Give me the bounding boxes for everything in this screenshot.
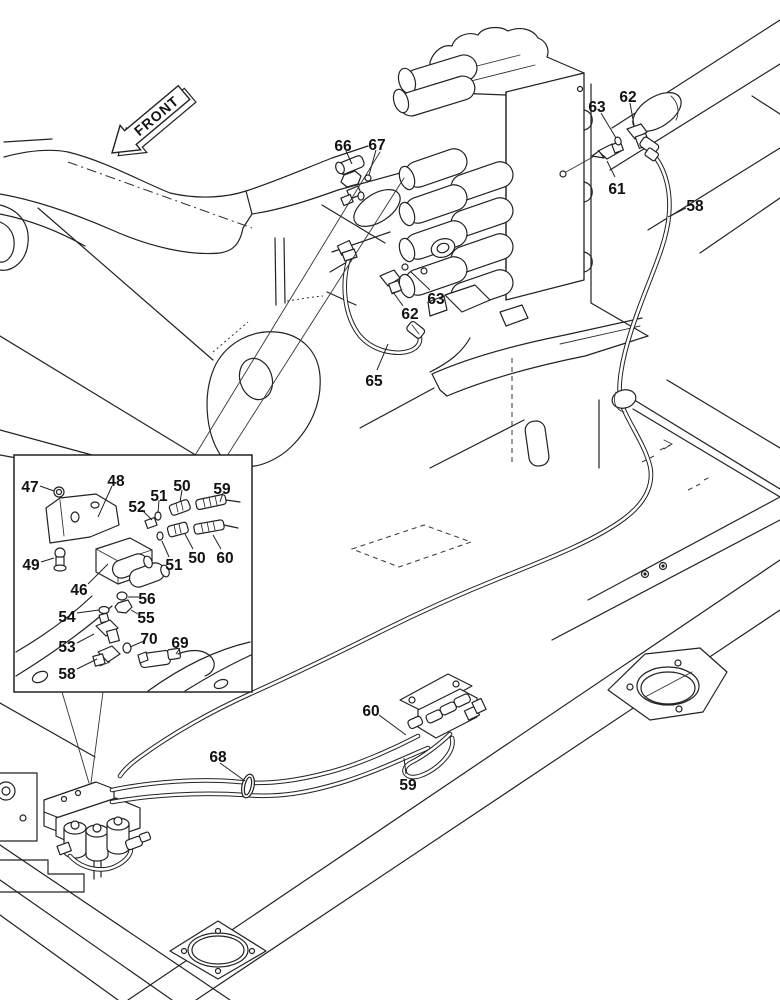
callout-52-12: 52: [128, 499, 145, 516]
leader-line-63-2: [600, 112, 617, 139]
leader-line-70-25: [129, 640, 145, 648]
callout-63-2: 63: [588, 99, 606, 116]
leader-line-61-4: [606, 160, 616, 178]
solenoid-coils: [63, 816, 130, 862]
callout-70-25: 70: [140, 631, 157, 648]
leader-line-62-7: [392, 291, 404, 307]
leader-line-69-26: [175, 647, 181, 655]
leader-line-60-27: [378, 714, 407, 736]
leader-line-46-19: [87, 563, 109, 585]
leader-line-58-5: [667, 207, 687, 218]
callout-50-17: 50: [188, 550, 205, 567]
leader-line-52-12: [141, 509, 153, 521]
leader-line-49-11: [40, 557, 55, 563]
callout-62-7: 62: [401, 306, 418, 323]
leader-line-59-15: [219, 492, 224, 503]
callout-51-16: 51: [165, 557, 183, 574]
leader-line-51-16: [161, 540, 170, 558]
leader-line-67-1: [368, 149, 377, 176]
leader-line-51-13: [157, 499, 160, 514]
callout-49-11: 49: [22, 557, 40, 574]
callout-50-14: 50: [173, 478, 190, 495]
callout-68-29: 68: [209, 749, 227, 766]
leader-line-50-14: [179, 489, 183, 503]
callout-65-8: 65: [365, 373, 383, 390]
callout-51-13: 51: [150, 488, 168, 505]
leader-line-58-24: [76, 658, 98, 670]
callout-67-1: 67: [368, 137, 385, 154]
callout-56-21: 56: [138, 591, 156, 608]
callout-60-18: 60: [216, 550, 233, 567]
callout-59-15: 59: [213, 481, 231, 498]
callout-layer: 66 67 63 62 61 58 63 62 65 47 48 49 52 51 50 59 51 50 60 46…: [21, 89, 704, 794]
leader-line-55-22: [130, 609, 139, 615]
leader-line-66-0: [345, 150, 353, 165]
callout-47-9: 47: [21, 479, 38, 496]
main-control-valve: [353, 26, 601, 327]
leader-line-50-17: [184, 533, 194, 550]
hose-58-assembly: [117, 123, 780, 779]
callout-60-27: 60: [362, 703, 379, 720]
leader-line-59-28: [403, 757, 407, 775]
leader-line-47-9: [39, 485, 55, 492]
callout-63-6: 63: [427, 291, 445, 308]
fitting-66-67: [335, 155, 372, 207]
leader-line-48-10: [97, 485, 113, 518]
callout-53-23: 53: [58, 639, 76, 656]
callout-58-5: 58: [686, 198, 704, 215]
callout-61-4: 61: [608, 181, 626, 198]
callout-59-28: 59: [399, 777, 417, 794]
callout-48-10: 48: [107, 473, 125, 490]
bottom-valve-assembly: [43, 781, 152, 872]
leader-line-54-20: [76, 609, 100, 614]
callout-46-19: 46: [70, 582, 88, 599]
leader-line-62-3: [629, 102, 635, 126]
leader-line-53-23: [76, 633, 95, 644]
leader-line-63-6: [410, 271, 431, 291]
pilot-hoses: [109, 731, 455, 805]
callout-58-24: 58: [58, 666, 76, 683]
callout-69-26: 69: [171, 635, 189, 652]
leader-line-68-29: [219, 762, 246, 782]
hose-65-assembly: [336, 239, 426, 355]
callout-62-3: 62: [619, 89, 636, 106]
inset-pointer: [61, 691, 104, 784]
leader-line-60-18: [212, 534, 222, 550]
front-direction-arrow: FRONT: [111, 84, 197, 157]
callout-54-20: 54: [58, 609, 76, 626]
manifold-assembly: [399, 673, 487, 739]
callout-66-0: 66: [334, 138, 352, 155]
callout-55-22: 55: [137, 610, 155, 627]
leader-line-65-8: [376, 343, 389, 371]
inset-detail-box: [13, 454, 253, 693]
